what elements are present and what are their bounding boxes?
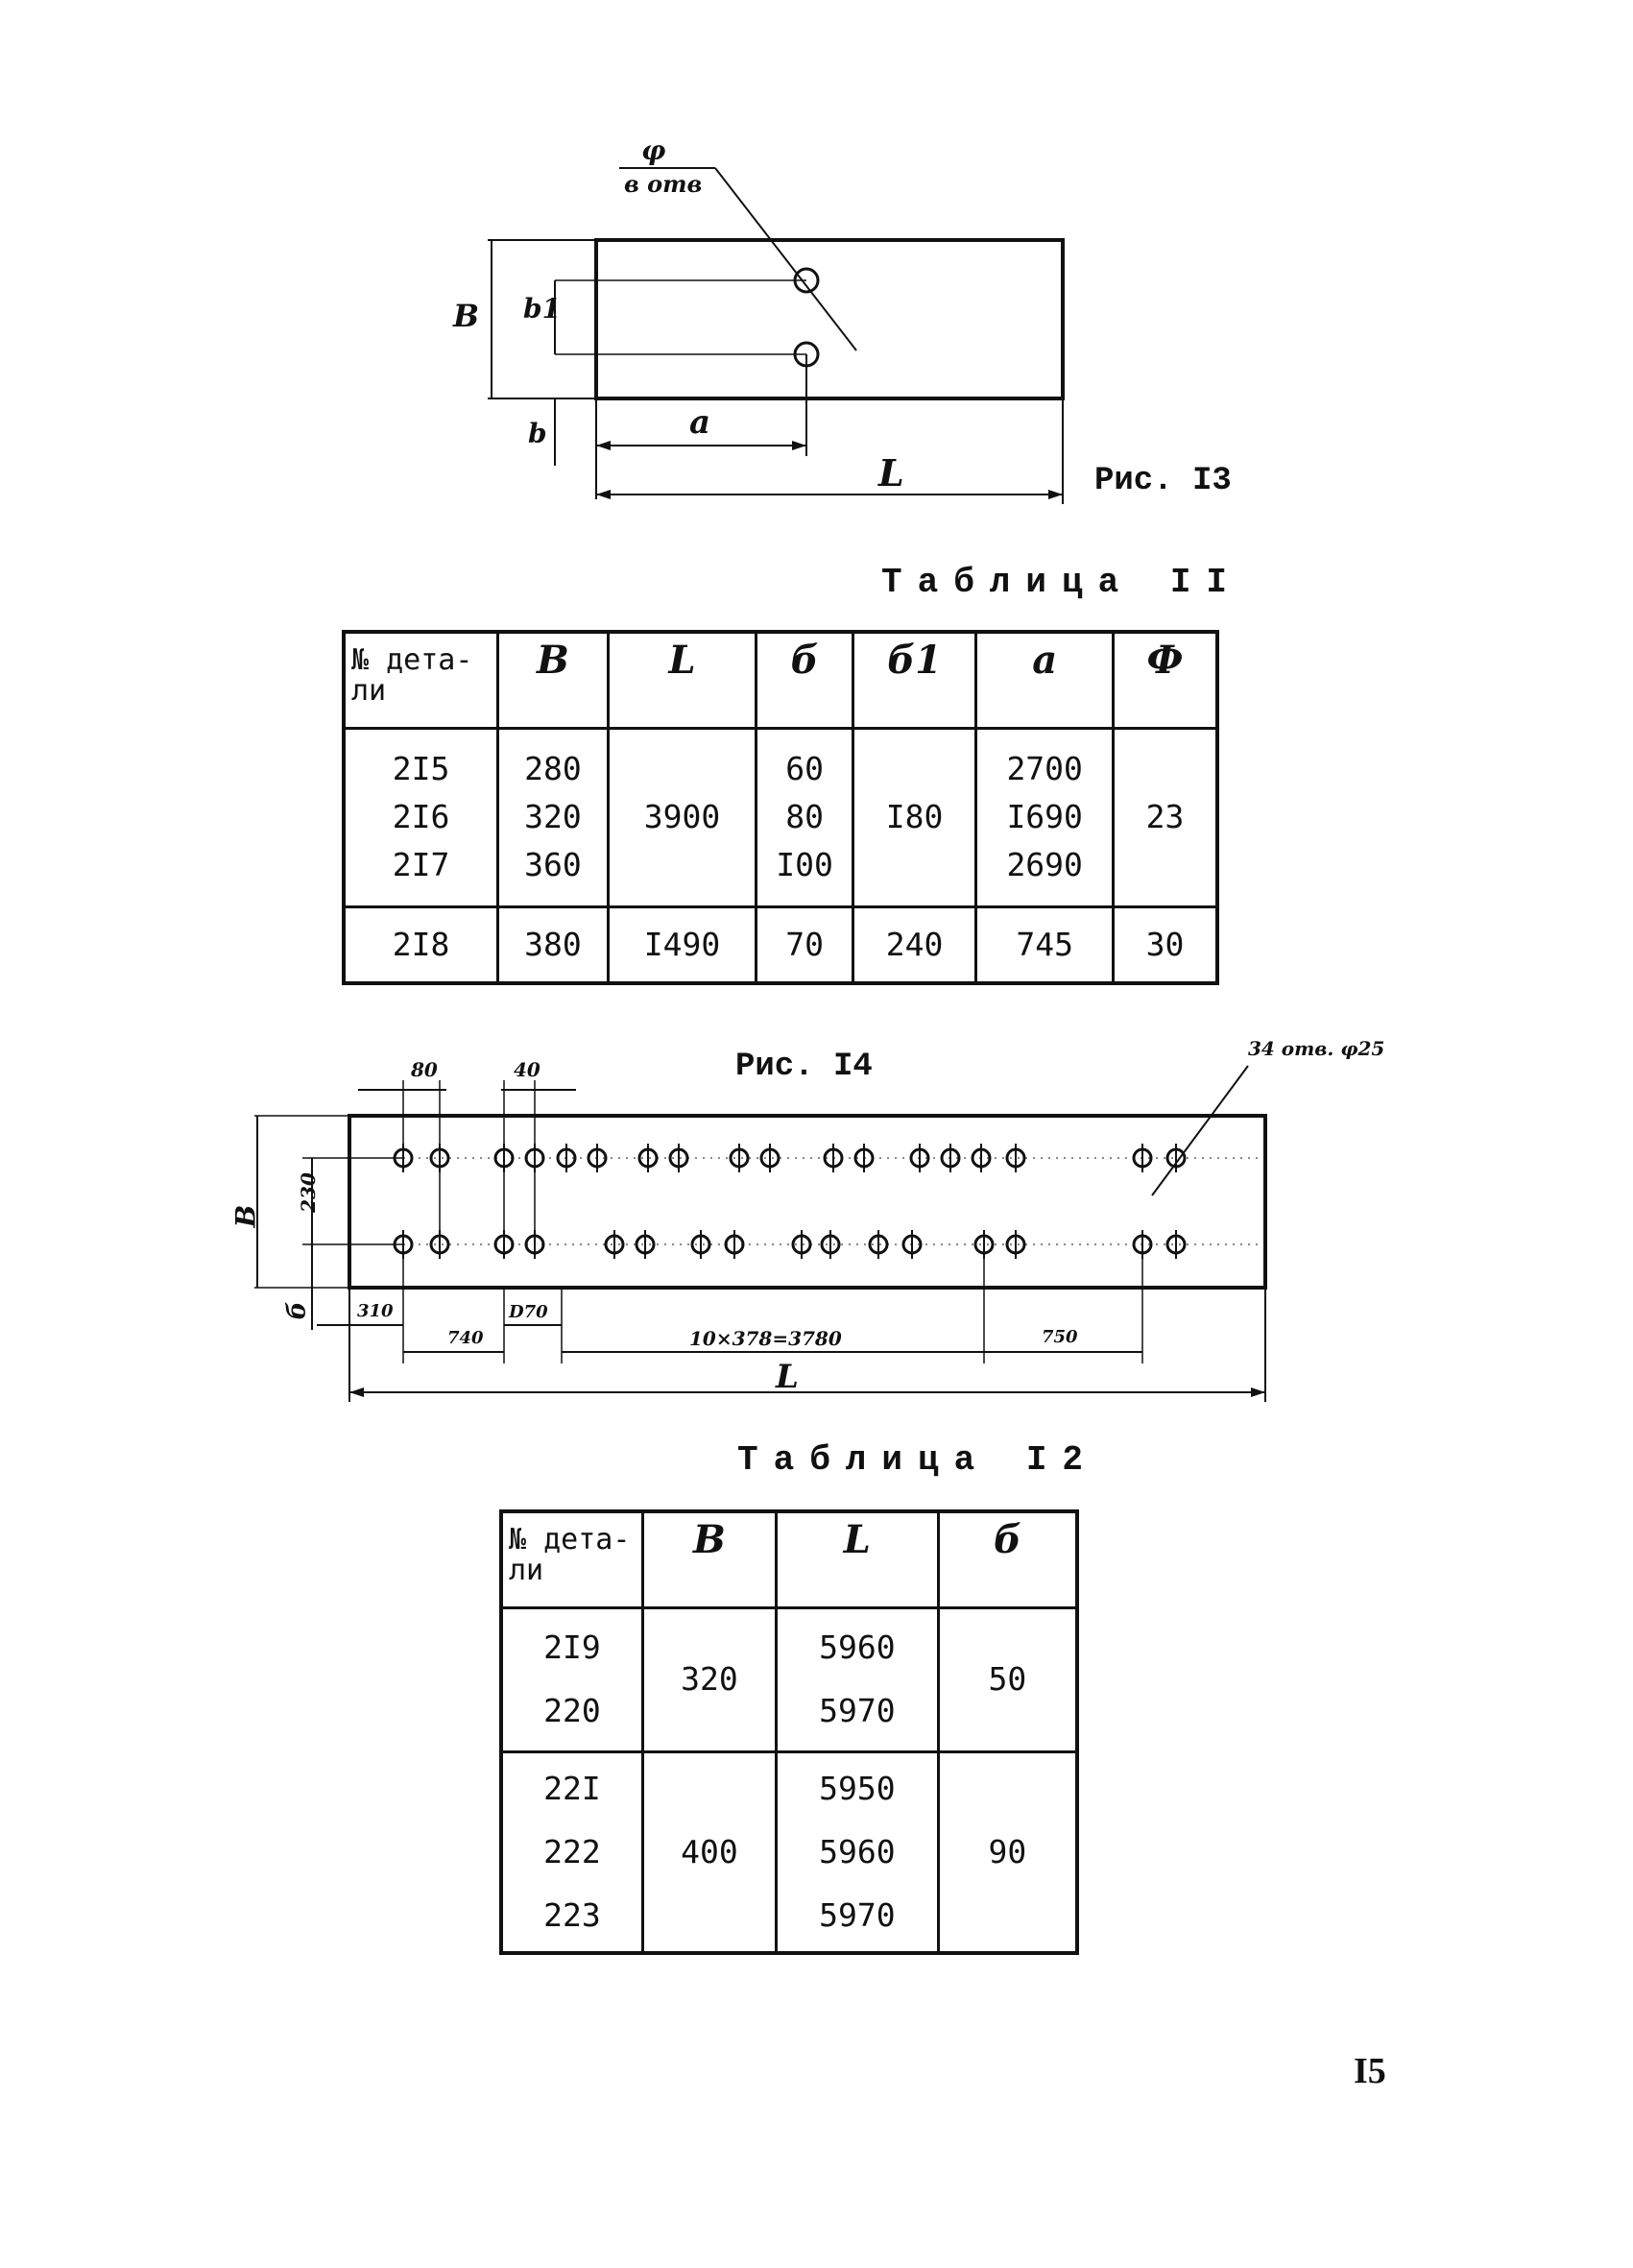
- table12-header-b: б: [936, 1509, 1079, 1609]
- table11-id: 2I7: [392, 846, 450, 883]
- fig13-hole-upper: [793, 267, 820, 294]
- table11-218-id: 2I8: [342, 905, 500, 985]
- table12-cell-b: 90: [936, 1749, 1079, 1955]
- table12-id: 22I: [543, 1769, 601, 1807]
- fig13-label-b: b: [528, 418, 547, 449]
- figure-13-drawing: [488, 167, 1065, 504]
- table11-id: 2I6: [392, 798, 450, 835]
- table11-cell-b1: I80: [851, 726, 978, 908]
- fig14-dim-B: В: [229, 1204, 262, 1228]
- table11-cell-phi: 23: [1112, 726, 1219, 908]
- table11-B-value: 320: [524, 798, 582, 835]
- table11-a-value: 2690: [1006, 846, 1083, 883]
- table11-cell-b: 60 80 I00: [755, 726, 854, 908]
- table12-cell-L: 5950 5960 5970: [774, 1749, 940, 1955]
- table12-L-value: 5970: [819, 1692, 896, 1729]
- table11-218-b: 70: [755, 905, 854, 985]
- table11-a-value: 2700: [1006, 750, 1083, 787]
- fig14-dim-d70: D70: [509, 1302, 548, 1322]
- table11-cell-B: 280 320 360: [496, 726, 610, 908]
- table11-cell-ids: 2I5 2I6 2I7: [342, 726, 500, 908]
- table12-L-value: 5960: [819, 1629, 896, 1666]
- table12-cell-b: 50: [936, 1605, 1079, 1753]
- table11-header-a: a: [974, 630, 1115, 730]
- table11-header-B: В: [496, 630, 610, 730]
- fig13-label-phi: φ: [641, 134, 666, 166]
- table11-id: 2I5: [392, 750, 450, 787]
- table11-a-value: I690: [1006, 798, 1083, 835]
- table12-header-part-no: № дета-ли: [499, 1509, 644, 1609]
- fig14-dim-750: 750: [1042, 1327, 1078, 1347]
- table11-header-b: б: [755, 630, 854, 730]
- table11-header-part-no: № дета-ли: [342, 630, 500, 730]
- table11-header-b1: б1: [851, 630, 978, 730]
- table11-218-phi: 30: [1112, 905, 1219, 985]
- table11-b-value: I00: [776, 846, 833, 883]
- table11-218-a: 745: [974, 905, 1115, 985]
- table12-cell-B: 320: [640, 1605, 778, 1753]
- fig13-label-b1: b1: [523, 293, 562, 325]
- page-number: I5: [1354, 2051, 1386, 2091]
- fig14-dim-b: б: [282, 1301, 312, 1320]
- fig14-plate: [348, 1114, 1267, 1290]
- table11-218-B: 380: [496, 905, 610, 985]
- table12-caption: Таблица I2: [737, 1440, 1099, 1480]
- fig13-label-B: В: [453, 298, 480, 334]
- fig14-dim-chain: 10×378=3780: [689, 1327, 842, 1350]
- fig14-dim-L: L: [776, 1358, 799, 1396]
- table12-cell-L: 5960 5970: [774, 1605, 940, 1753]
- table11-cell-a: 2700 I690 2690: [974, 726, 1115, 908]
- table-11: № дета-ли В L б б1 a Ф 2I5 2I6 2I7 280 3…: [342, 630, 1219, 985]
- table12-id: 222: [543, 1832, 601, 1870]
- table12-L-value: 5960: [819, 1832, 896, 1870]
- table11-B-value: 280: [524, 750, 582, 787]
- table11-B-value: 360: [524, 846, 582, 883]
- table11-row-group1: 2I5 2I6 2I7 280 320 360 3900 60 80 I00 I…: [342, 726, 1219, 908]
- table12-header-B: В: [640, 1509, 778, 1609]
- fig14-dim-230: 230: [296, 1172, 320, 1213]
- table12-id: 223: [543, 1895, 601, 1934]
- table12-header-L: L: [774, 1509, 940, 1609]
- figure-14-drawing: [254, 1065, 1267, 1402]
- table12-L-value: 5950: [819, 1769, 896, 1807]
- fig14-holes-label: 34 отв. φ25: [1248, 1037, 1385, 1060]
- table11-cell-L: 3900: [606, 726, 758, 908]
- fig14-dim-top-mid: 40: [514, 1058, 540, 1081]
- table11-218-b1: 240: [851, 905, 978, 985]
- fig13-label-a: a: [689, 403, 711, 442]
- fig13-plate: [594, 238, 1065, 400]
- table12-cell-ids: 22I 222 223: [499, 1749, 644, 1955]
- table12-id: 220: [543, 1692, 601, 1729]
- fig13-caption: Рис. I3: [1094, 463, 1232, 499]
- fig13-label-L: L: [878, 451, 904, 495]
- table-12: № дета-ли В L б 2I9 220 320 5960 5970 50…: [499, 1509, 1079, 1955]
- fig13-hole-lower: [793, 341, 820, 368]
- table12-cell-ids: 2I9 220: [499, 1605, 644, 1753]
- fig14-dim-top-left: 80: [411, 1058, 438, 1081]
- table12-row-group1: 2I9 220 320 5960 5970 50: [499, 1605, 1079, 1753]
- table11-218-L: I490: [606, 905, 758, 985]
- fig14-caption: Рис. I4: [735, 1049, 873, 1085]
- table11-header-L: L: [606, 630, 758, 730]
- table12-L-value: 5970: [819, 1895, 896, 1934]
- table11-b-value: 80: [785, 798, 824, 835]
- table11-caption: Таблица II: [881, 563, 1243, 602]
- table12-cell-B: 400: [640, 1749, 778, 1955]
- fig13-label-hole: в отв: [624, 170, 703, 198]
- table12-id: 2I9: [543, 1629, 601, 1666]
- table11-header-phi: Ф: [1112, 630, 1219, 730]
- table11-b-value: 60: [785, 750, 824, 787]
- fig14-dim-310: 310: [357, 1301, 394, 1321]
- fig14-dim-740: 740: [447, 1328, 484, 1348]
- table12-row-group2: 22I 222 223 400 5950 5960 5970 90: [499, 1749, 1079, 1955]
- table11-row-218: 2I8 380 I490 70 240 745 30: [342, 905, 1219, 985]
